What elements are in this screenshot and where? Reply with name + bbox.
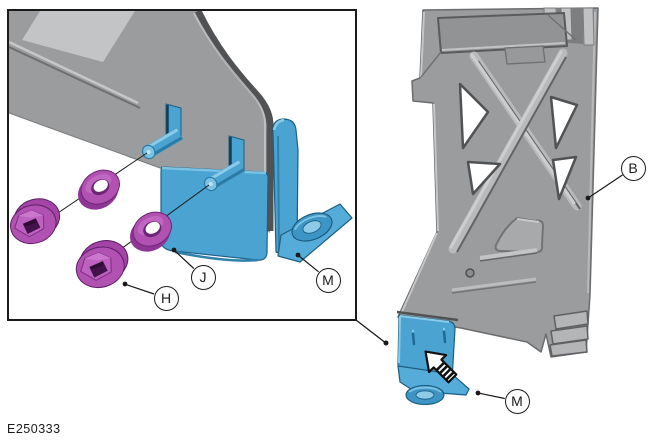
figure-reference-code: E250333: [7, 422, 61, 436]
callout-h: H: [153, 285, 179, 311]
leader-dot: [383, 340, 389, 346]
leader-dot: [171, 247, 177, 253]
callout-b-label: B: [628, 160, 638, 176]
callout-j-label: J: [199, 269, 207, 285]
callout-m-main-label: M: [511, 393, 523, 409]
callout-b: B: [620, 155, 646, 181]
leader-dot: [122, 281, 128, 287]
bracket-hole: [415, 390, 435, 400]
leader-dot: [585, 195, 591, 201]
callout-m-inset: M: [315, 267, 341, 293]
main-panel-illustration: [397, 7, 599, 358]
callout-h-label: H: [160, 290, 172, 306]
triangular-cutouts: [458, 82, 579, 201]
leader-dot: [475, 390, 481, 396]
leader-dot: [295, 252, 301, 258]
inset-link-leader: [355, 319, 385, 343]
inset-leaders: [125, 250, 319, 295]
main-leaders: [478, 174, 623, 400]
inset-bracket-flange: [272, 118, 353, 263]
panel-hole: [465, 268, 475, 278]
callout-j: J: [190, 264, 216, 290]
callout-m-inset-label: M: [322, 272, 334, 288]
main-bracket-illustration: [396, 310, 470, 406]
louver-tabs: [549, 310, 589, 357]
detail-inset: [7, 9, 357, 321]
callout-m-main: M: [504, 388, 530, 414]
panel-silhouette: [397, 7, 599, 358]
inset-border: [7, 9, 357, 321]
